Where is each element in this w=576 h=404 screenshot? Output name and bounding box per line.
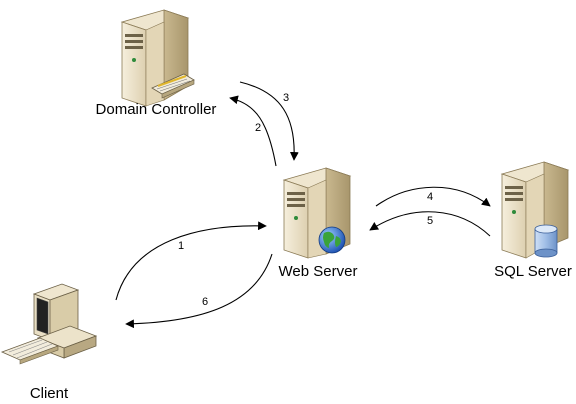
globe-icon [318,226,346,254]
step-6-label: 6 [202,296,208,308]
step-5-label: 5 [427,215,433,227]
arrow-step-2 [229,95,277,167]
arrow-step-6 [125,253,273,329]
server-icon [120,9,190,107]
sql-server-node[interactable]: SQL Server [494,161,572,280]
domain-controller-node[interactable]: Domain Controller [96,9,217,118]
web-server-node[interactable]: Web Server [279,167,358,280]
arrow-step-5 [369,211,491,237]
step-4-label: 4 [427,191,433,203]
client-node[interactable]: Client [0,283,98,402]
arrow-step-1 [115,221,267,301]
workstation-icon [0,283,98,365]
server-icon [500,161,570,259]
database-icon [534,224,558,258]
keyboard-icon [151,73,195,99]
step-2-label: 2 [255,122,261,134]
arrow-step-4 [375,186,491,207]
arrow-step-3 [239,81,299,161]
client-label: Client [30,385,69,402]
sql-server-label: SQL Server [494,263,572,280]
domain-controller-label: Domain Controller [96,101,217,118]
step-3-label: 3 [283,92,289,104]
web-server-label: Web Server [279,263,358,280]
step-1-label: 1 [178,240,184,252]
